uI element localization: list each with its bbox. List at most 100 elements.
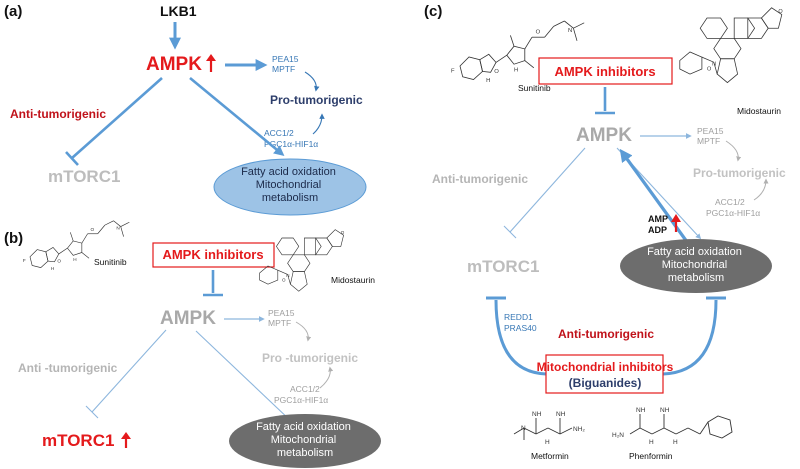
ampk-label-b: AMPK	[160, 308, 216, 329]
acc-c-line-2: PGC1α-HIF1α	[706, 208, 760, 218]
mito-inhibitors-box-c	[545, 354, 664, 394]
anti-tumorigenic-a: Anti-tumorigenic	[10, 107, 106, 121]
amide-o-label-c: O	[536, 30, 541, 36]
anti-tumorigenic-b: Anti -tumorigenic	[18, 361, 118, 375]
panel-a-letter: (a)	[4, 3, 22, 20]
ampk-to-fao-arrow-b	[195, 330, 294, 424]
pea15-to-pro-arrow-a	[304, 71, 320, 92]
panel-a: (a) LKB1 AMPK PEA15 MPTF Pro-tumorigenic…	[4, 3, 367, 216]
ampk-inhibits-mtorc1-line-b	[91, 329, 167, 413]
phenformin-h2n: H₂N	[612, 432, 624, 439]
amp-line: AMP	[648, 214, 668, 224]
panel-c-letter: (c)	[424, 3, 442, 20]
acc-label-a: ACC1/2 PGC1α-HIF1α	[264, 128, 318, 149]
lkb1-label: LKB1	[160, 3, 197, 19]
pea15-c-line-2: MPTF	[697, 136, 720, 146]
pea15-to-pro-arrow-b	[295, 321, 312, 342]
indole-nh-label-c: H	[486, 78, 490, 84]
midostaurin-label-b: Midostaurin	[331, 275, 375, 285]
ampk-inhibitors-box-b	[152, 242, 275, 268]
pyrrole-nh-label-b: H	[73, 257, 76, 262]
acc-label-b: ACC1/2 PGC1α-HIF1α	[274, 384, 328, 405]
midostaurin-n-label-b: N	[286, 273, 289, 278]
mito-inhibits-fao-path-c	[662, 299, 718, 376]
pea15-label-c: PEA15 MPTF	[697, 126, 726, 146]
amp-adp-label-c: AMP ADP	[648, 214, 670, 235]
ampk-inhibitors-label-b: AMPK inhibitors	[162, 247, 263, 262]
pras40-line: PRAS40	[504, 323, 537, 333]
pro-tumorigenic-c: Pro-tumorigenic	[693, 166, 786, 180]
fluorine-label-c: F	[451, 68, 455, 74]
mtorc1-up-arrow-b	[121, 432, 131, 448]
mito-inhibits-mtorc1-path-c	[494, 299, 547, 376]
mtorc1-label-a: mTORC1	[48, 167, 120, 186]
metformin-h: H	[545, 439, 550, 446]
midostaurin-n-label-c: N	[712, 62, 716, 68]
phenformin-h-1: H	[649, 439, 654, 446]
amine-n-label-b: N	[116, 225, 119, 230]
ampk-inhibitors-box-c	[538, 57, 673, 85]
panel-b: (b) F H H O O N Sunitinib AMPK inhibitor…	[4, 220, 381, 468]
acc-to-pro-arrow-a	[312, 113, 325, 135]
fluorine-label-b: F	[23, 258, 26, 263]
inhibition-bar-c	[503, 225, 517, 239]
acc-to-pro-arrow-b	[319, 366, 334, 389]
panel-b-letter: (b)	[4, 230, 23, 247]
fao-ellipse-c	[620, 239, 772, 293]
mtorc1-label-b: mTORC1	[42, 431, 114, 450]
metformin-nh2: NH₂	[573, 426, 585, 433]
pea15-b-line-2: MPTF	[268, 318, 291, 328]
midostaurin-label-c: Midostaurin	[737, 106, 781, 116]
redd1-line: REDD1	[504, 312, 533, 322]
ampk-label-c: AMPK	[576, 125, 632, 146]
pea15-c-line-1: PEA15	[697, 126, 724, 136]
inhibition-bar-a	[65, 151, 79, 166]
amide-o-label-b: O	[90, 227, 94, 232]
adp-line: ADP	[648, 225, 667, 235]
pro-tumorigenic-a: Pro-tumorigenic	[270, 93, 363, 107]
ampk-inhibits-mtorc1-line-c	[509, 147, 586, 233]
ampk-inhibitors-label-c: AMPK inhibitors	[554, 64, 655, 79]
fao-ellipse-b	[229, 414, 381, 468]
acc-to-pro-arrow-c	[753, 178, 769, 201]
fao-text-b: Fatty acid oxidation Mitochondrial metab…	[256, 421, 354, 459]
metformin-label-c: Metformin	[531, 451, 569, 461]
fao-line-1: Fatty acid oxidation	[241, 166, 336, 178]
ampk-to-fao-arrow-a	[189, 76, 285, 156]
sunitinib-structure-b: F H H O O N	[23, 220, 130, 271]
acc-b-line-1: ACC1/2	[290, 384, 320, 394]
fao-b-line-1: Fatty acid oxidation	[256, 421, 351, 433]
pea15-label-a: PEA15 MPTF	[272, 54, 301, 74]
biguanides-label-c: (Biguanides)	[569, 376, 642, 390]
ampk-label-a: AMPK	[146, 54, 202, 75]
pea15-to-pro-arrow-c	[725, 140, 742, 162]
acc-line-2: PGC1α-HIF1α	[264, 139, 318, 149]
pea15-label-b: PEA15 MPTF	[268, 308, 297, 328]
pro-tumorigenic-b: Pro -tumorigenic	[262, 351, 358, 365]
ampk-up-arrow-a	[206, 54, 216, 72]
fao-text-c: Fatty acid oxidation Mitochondrial metab…	[647, 246, 745, 284]
fao-b-line-2: Mitochondrial	[271, 434, 336, 446]
metformin-n: N	[521, 425, 526, 432]
carbonyl-o-label-c: O	[494, 69, 499, 75]
midostaurin-structure-c: O O N	[679, 7, 783, 84]
amine-n-label-c: N	[568, 28, 572, 34]
anti-tumorigenic-bottom-c: Anti-tumorigenic	[558, 327, 654, 341]
fao-b-line-3: metabolism	[277, 447, 333, 459]
indole-nh-label-b: H	[51, 266, 54, 271]
phenformin-label-c: Phenformin	[629, 451, 673, 461]
pyrrole-nh-label-c: H	[514, 67, 518, 73]
sunitinib-structure-c: F H H O O N	[451, 20, 585, 84]
fao-text-a: Fatty acid oxidation Mitochondrial metab…	[241, 166, 339, 204]
midostaurin-structure-b: O O N	[259, 229, 345, 292]
sunitinib-label-b: Sunitinib	[94, 257, 127, 267]
fao-line-2: Mitochondrial	[256, 179, 321, 191]
midostaurin-o2-label-b: O	[282, 277, 286, 282]
pea15-b-line-1: PEA15	[268, 308, 295, 318]
fao-c-line-3: metabolism	[668, 272, 724, 284]
inhibition-bar-b	[85, 405, 99, 419]
anti-tumorigenic-top-c: Anti-tumorigenic	[432, 172, 528, 186]
sunitinib-label-c: Sunitinib	[518, 83, 551, 93]
acc-line-1: ACC1/2	[264, 128, 294, 138]
